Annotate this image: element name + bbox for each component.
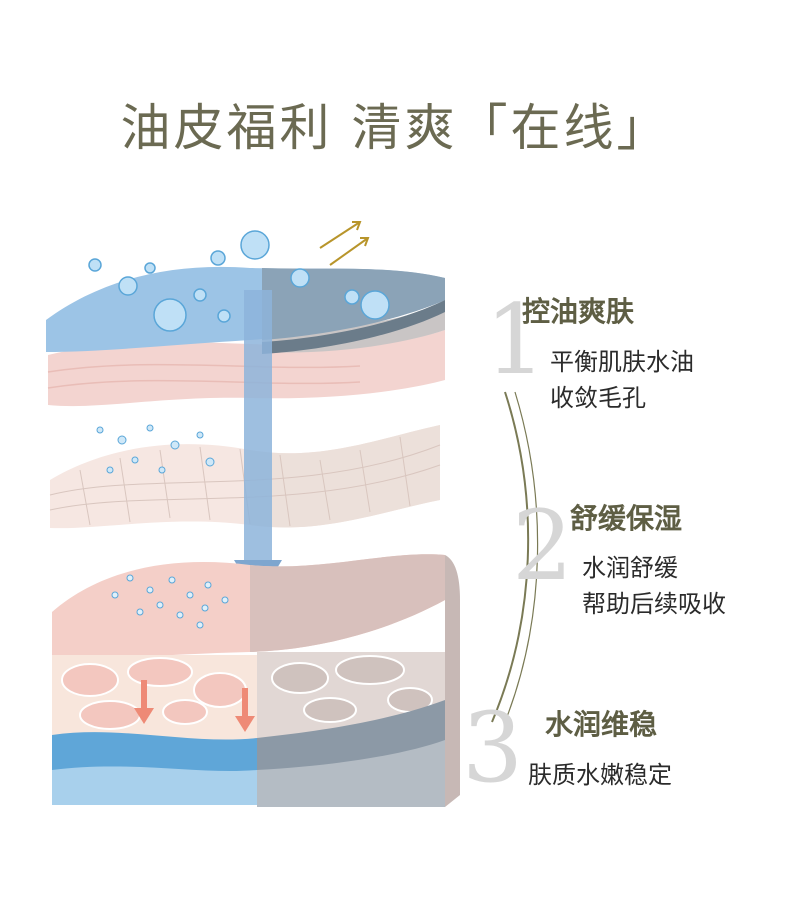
feature-line-1-1: 平衡肌肤水油 (550, 348, 694, 376)
page-title: 油皮福利 清爽「在线」 (120, 99, 670, 157)
feature-line-2-1: 水润舒缓 (582, 554, 678, 582)
feature-line-2-2: 帮助后续吸收 (582, 590, 726, 618)
feature-line-3-1: 肤质水嫩稳定 (528, 761, 672, 789)
feature-title-1: 控油爽肤 (522, 295, 635, 328)
feature-title-3: 水润维稳 (545, 708, 658, 741)
feature-title-2: 舒缓保湿 (570, 502, 683, 535)
feature-line-1-2: 收敛毛孔 (550, 384, 646, 412)
decorative-arc-inner (504, 391, 539, 723)
water-droplets-bottom (111, 574, 229, 629)
evaporation-arrows (319, 221, 370, 266)
bottom-dermis-block (52, 554, 460, 807)
feature-number-2: 2 (512, 490, 574, 602)
decorative-arc-outer (491, 391, 530, 723)
feature-number-1: 1 (485, 284, 547, 396)
water-droplets-middle (96, 424, 215, 474)
water-droplets-top (88, 230, 390, 332)
feature-number-3: 3 (462, 692, 524, 804)
